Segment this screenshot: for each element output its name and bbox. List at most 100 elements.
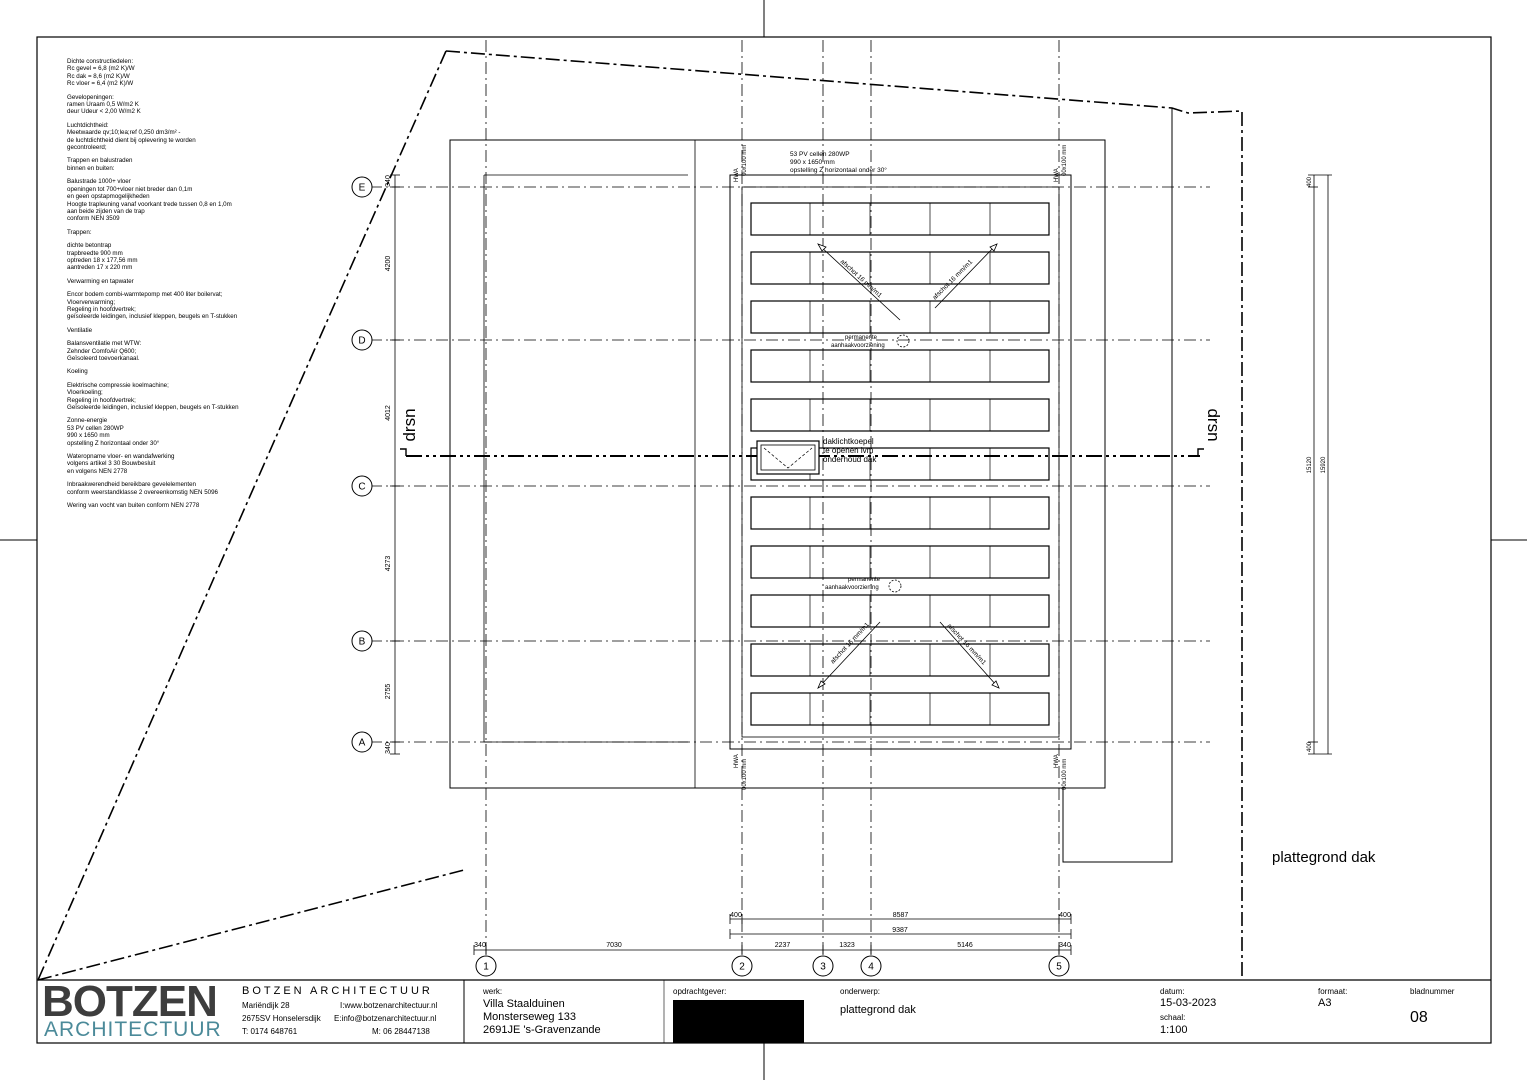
note-line: Rc dak = 8,6 (m2 K)/W [67, 72, 130, 80]
horizontal-dimension-label: 7030 [606, 942, 622, 949]
svg-text:00x100 mm: 00x100 mm [742, 145, 748, 176]
grid-bubble-row-label: A [359, 738, 366, 749]
grid-bubble-row-label: C [358, 482, 365, 493]
grid-bubble-row [351, 630, 373, 652]
pv-panel-row [750, 594, 1050, 628]
horizontal-dimension-label: 340 [1059, 942, 1071, 949]
grid-bubble-row-label: B [359, 637, 366, 648]
pv-panel-row [750, 202, 1050, 236]
vertical-dimension-label: 4200 [385, 256, 392, 272]
grid-bubble-col [812, 955, 834, 977]
note-heading: Balansventilatie met WTW: [67, 340, 142, 348]
note-line: Regeling in hoofdvertrek; [67, 305, 136, 313]
vertical-dimension-label: 340 [385, 175, 392, 187]
datum-value: 15-03-2023 [1160, 997, 1217, 1009]
datum-label: datum: [1160, 987, 1185, 996]
logo-botzen: BOTZEN [42, 977, 218, 1026]
skylight: daklichtkoepel te openen ivm onderhoud d… [756, 437, 877, 475]
svg-text:daklichtkoepel: daklichtkoepel [823, 437, 874, 446]
schaal-value: 1:100 [1160, 1024, 1188, 1036]
property-boundary [445, 50, 1243, 979]
opdrachtgever-label: opdrachtgever: [673, 987, 727, 996]
bladnummer-value: 08 [1410, 1009, 1428, 1026]
svg-text:HWA: HWA [734, 168, 740, 182]
formaat-value: A3 [1318, 997, 1332, 1009]
firm-website[interactable]: I:www.botzenarchitectuur.nl [340, 1001, 438, 1010]
note-heading: Verwarming en tapwater [67, 277, 134, 285]
note-line: 990 x 1650 mm [67, 432, 110, 440]
svg-text:onderhoud dak: onderhoud dak [823, 455, 877, 464]
pv-panel-row [750, 643, 1050, 677]
grid-bubble-col-label: 2 [739, 962, 745, 973]
grid-bubble-col-label: 3 [820, 962, 826, 973]
pv-panel-row [750, 349, 1050, 383]
vertical-dimension-label: 340 [385, 742, 392, 754]
note-line: geïsoleerde leidingen, inclusief kleppen… [67, 313, 238, 321]
svg-text:400: 400 [1307, 176, 1313, 187]
svg-text:15120: 15120 [1307, 456, 1313, 473]
vertical-dimension-label: 2755 [385, 684, 392, 700]
pv-panel-row [750, 496, 1050, 530]
note-line: conform NEN 3509 [67, 215, 120, 223]
note-line: Rc vloer = 6,4 (m2 K)/W [67, 80, 134, 88]
note-heading: Wering van vocht van buiten conform NEN … [67, 502, 200, 510]
logo-architectuur: ARCHITECTUUR [44, 1018, 222, 1041]
section-label-left: drsn [400, 408, 419, 441]
note-line: aan beide zijden van de trap [67, 207, 145, 215]
property-boundary-south [37, 869, 465, 981]
note-heading: Wateropname vloer- en wandafwerking [67, 453, 175, 461]
note-heading: Encor bodem combi-warmtepomp met 400 lit… [67, 291, 223, 299]
grid-bubble-col [1048, 955, 1070, 977]
svg-text:15920: 15920 [1321, 456, 1327, 473]
svg-text:400: 400 [1307, 741, 1313, 752]
firm-phone: T: 0174 648761 [242, 1027, 298, 1036]
note-heading: Zonne-energie [67, 417, 108, 425]
note-line: trapbreedte 900 mm [67, 249, 123, 257]
note-line: opstelling Z horizontaal onder 30° [67, 439, 160, 447]
pv-panel-row [750, 398, 1050, 432]
rainwater-outlets: HWA 00x100 mm HWA 00x100 mm HWA 00x100 m… [734, 145, 1068, 790]
svg-text:HWA: HWA [1054, 168, 1060, 182]
right-dimensions [1308, 174, 1332, 755]
note-heading: Ventilatie [67, 326, 93, 334]
note-heading: Balustrade 1000+ vloer [67, 178, 131, 186]
werk-street: Monsterseweg 133 [483, 1011, 576, 1023]
firm-address-street: Mariëndijk 28 [242, 1001, 290, 1010]
note-line: binnen en buiten: [67, 164, 115, 172]
firm-email[interactable]: E:info@botzenarchitectuur.nl [334, 1014, 437, 1023]
note-line: Hoogte trapleuning vanaf voorkant trede … [67, 200, 232, 208]
anchor-point-2: permanente aanhaakvoorziening [825, 577, 902, 593]
pv-panel-row [750, 692, 1050, 726]
svg-text:00x100 mm: 00x100 mm [742, 759, 748, 790]
note-heading: Dichte constructiedelen: [67, 58, 134, 65]
roof-outline [449, 139, 1106, 789]
note-line: Rc gevel = 6,8 (m2 K)/W [67, 65, 135, 73]
grid-lines [370, 40, 1210, 955]
svg-text:HWA: HWA [734, 754, 740, 768]
grid-bubble-col-label: 4 [868, 962, 874, 973]
note-line: openingen tot 700+vloer niet breder dan … [67, 185, 193, 193]
note-line: optreden 18 x 177,56 mm [67, 256, 138, 264]
note-line: Vloerkoeling; [67, 389, 103, 397]
note-heading: Koeling [67, 368, 88, 376]
note-line: gecontroleerd; [67, 144, 107, 152]
pv-spec-3: opstelling Z horizontaal onder 30° [790, 166, 887, 174]
horizontal-dimension-label: 400 [1059, 912, 1071, 919]
formaat-label: formaat: [1318, 987, 1348, 996]
grid-bubble-row [351, 329, 373, 351]
grid-bubble-row-label: E [359, 183, 366, 194]
note-heading: Trappen en balustraden [67, 157, 133, 165]
note-heading: Inbraakwerendheid bereikbare gevelelemen… [67, 481, 196, 489]
note-line: Geïsoleerd toevoerkanaal. [67, 355, 140, 362]
note-line: en geen opstapmogelijkheden [67, 193, 150, 201]
pv-spec-1: 53 PV cellen 280WP [790, 151, 850, 158]
grid-bubble-col-label: 1 [483, 962, 489, 973]
grid-bubble-col [475, 955, 497, 977]
note-line: Regeling in hoofdvertrek; [67, 396, 136, 404]
horizontal-dimension-label: 2237 [775, 942, 791, 949]
note-line: Zehnder ComfoAir Q600; [67, 347, 137, 355]
note-line: Vloerverwarming; [67, 298, 116, 306]
